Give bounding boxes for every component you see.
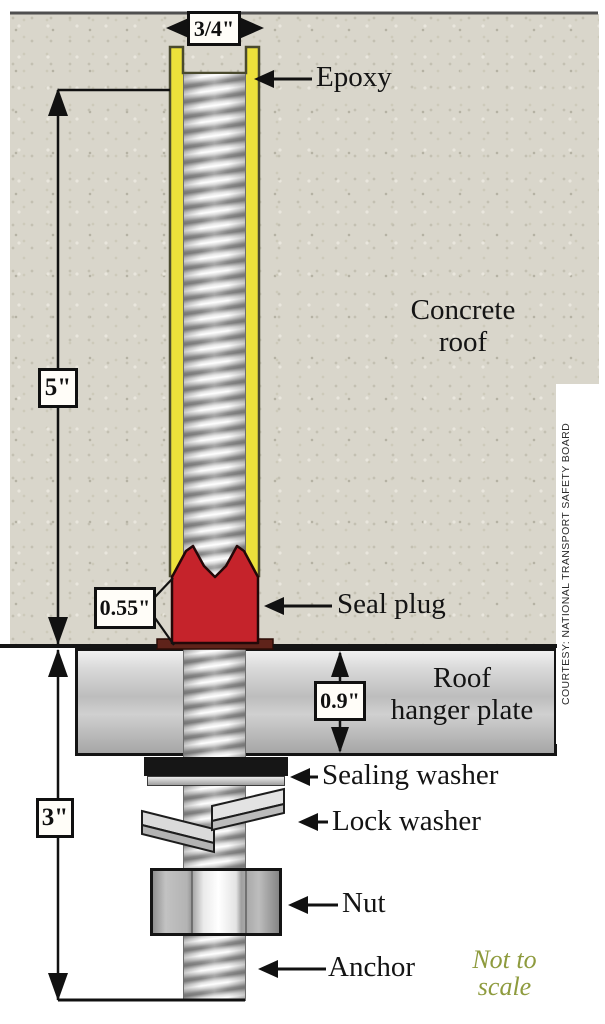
sealing-washer-base-shape [147, 776, 285, 786]
anchor-label: Anchor [328, 951, 415, 983]
epoxy-label: Epoxy [316, 61, 392, 93]
embedment-dim-box: 5" [38, 368, 78, 408]
credit-background [556, 384, 605, 744]
credit-text: COURTESY: NATIONAL TRANSPORT SAFETY BOAR… [560, 422, 572, 706]
concrete-roof-label-line1: Concrete [410, 294, 516, 326]
anchor-rod-shape [183, 74, 246, 1001]
sealing-washer-label: Sealing washer [322, 759, 499, 791]
concrete-roof-label: Concrete roof [383, 294, 543, 359]
not-to-scale-line1: Not to [472, 945, 537, 974]
not-to-scale-line2: scale [477, 972, 532, 1002]
seal-plug-label: Seal plug [337, 588, 446, 620]
nut-shape [150, 868, 282, 936]
roof-hanger-plate-label: Roof hanger plate [372, 662, 552, 727]
roof-hanger-plate-label-line1: Roof [433, 662, 491, 694]
roof-hanger-plate-label-line2: hanger plate [390, 694, 534, 727]
concrete-roof-block [10, 14, 599, 646]
plate-thickness-dim-box: 0.9" [314, 681, 366, 721]
exposed-length-dim-box: 3" [36, 798, 74, 838]
diameter-dim-box: 3/4" [187, 11, 241, 46]
seal-plug-dim-box: 0.55" [94, 587, 156, 629]
lock-washer-label: Lock washer [332, 805, 481, 837]
sealing-washer-shape [144, 757, 288, 776]
not-to-scale-note: Not to scale [452, 946, 557, 1001]
nut-facet-line [245, 871, 247, 933]
nut-facet-line [191, 871, 193, 933]
nut-label: Nut [342, 887, 386, 919]
concrete-roof-label-line2: roof [438, 326, 488, 359]
